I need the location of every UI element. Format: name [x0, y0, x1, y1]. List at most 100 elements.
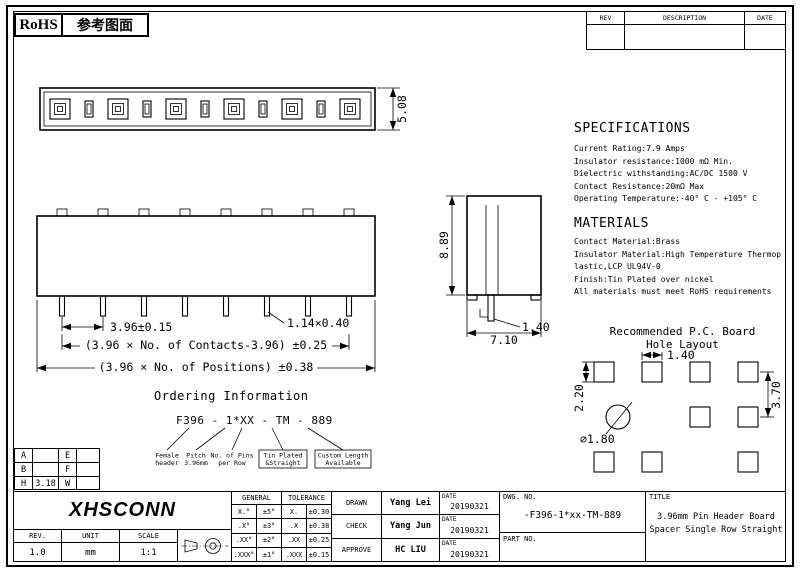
ordering-label: No. of Pins [210, 452, 253, 460]
ordering-label: per Row [218, 459, 245, 467]
ordering-label: header [155, 459, 179, 467]
ordering-label: Female [155, 452, 179, 460]
spec-item: Dielectric withstanding:AC/DC 1500 V [574, 169, 748, 179]
date-value: 20190321 [450, 525, 489, 535]
contacts-span-dimension: (3.96 × No. of Contacts-3.96) ±0.25 [61, 334, 350, 352]
positions-span-dimension: (3.96 × No. of Positions) ±0.38 [36, 300, 376, 374]
check-label: CHECK [332, 515, 382, 539]
corner-cell: E [59, 449, 77, 463]
side-pin-dimension: 1.40 [493, 318, 550, 334]
spec-item: Operating Temperature:-40° C - +105° C [574, 194, 758, 204]
ordering-label: Pitch [186, 452, 206, 460]
ordering-title: Ordering Information [154, 389, 309, 403]
material-item: Finish:Tin Plated over nickel [574, 274, 714, 284]
corner-cell: 3.18 [33, 477, 59, 490]
check-name: Yang Jun [382, 515, 440, 539]
pcb-title-line2: Hole Layout [646, 337, 719, 351]
corner-cell: H [15, 477, 33, 490]
side-height-dimension: 8.89 [437, 195, 465, 296]
dim-pitch: 3.96±0.15 [110, 320, 172, 334]
date-value: 20190321 [450, 549, 489, 559]
drawing-title-line2: Spacer Single Row Straight [649, 525, 783, 535]
corner-cell: W [59, 477, 77, 490]
brand-cell: XHSCONN [14, 492, 232, 530]
scale-label: SCALE [120, 530, 178, 543]
tol-cell: ±5° [257, 505, 282, 520]
date-label: DATE [442, 493, 457, 500]
description-col-header: DESCRIPTION [625, 12, 745, 25]
scale-value: 1:1 [120, 543, 178, 562]
date-value: 20190321 [450, 502, 489, 512]
date-col-header: DATE [745, 12, 785, 25]
tol-cell: ±0.15 [307, 547, 332, 562]
date-label: DATE [442, 539, 457, 547]
ordering-label: &Straight [265, 459, 300, 467]
spec-item: Current Rating:7.9 Amps [574, 144, 685, 153]
spec-item: Contact Resistance:20mΩ Max [574, 181, 705, 191]
ordering-label: Custom Length [318, 452, 369, 460]
date-label: DATE [442, 516, 457, 524]
contact-tabs [56, 208, 355, 217]
dim-1.40-pcb: 1.40 [667, 348, 695, 362]
dim-7.10: 7.10 [490, 333, 518, 347]
row-pitch-dimension: 3.70 [760, 371, 783, 418]
rohs-label: RoHS [19, 16, 58, 33]
tol-cell: ±1° [257, 547, 282, 562]
divider-slots [84, 100, 326, 118]
drawn-date-cell: DATE 20190321 [440, 492, 500, 516]
pin-size-dimension: 1.14×0.40 [267, 311, 349, 330]
side-view-body [466, 195, 542, 322]
ordering-label: 3.96mm [184, 459, 208, 467]
sheet-inner-frame [13, 11, 786, 562]
top-view-drawing: 5.08 [39, 87, 409, 131]
pcb-hole-layout-drawing: 2.20 1.40 ⌀1.80 3.70 [572, 348, 783, 473]
specifications-section: SPECIFICATIONS Current Rating:7.9 Amps I… [574, 121, 786, 299]
dim-8.89: 8.89 [437, 231, 451, 259]
tol-cell: ±2° [257, 533, 282, 548]
tol-cell: X. [282, 505, 307, 520]
description-cell-empty [625, 25, 745, 49]
material-item: Contact Material:Brass [574, 236, 680, 246]
material-item: Insulator Material:High Temperature Ther… [574, 249, 782, 259]
unit-value: mm [62, 543, 120, 562]
date-cell-empty [745, 25, 785, 49]
signoff-table: DRAWN Yang Lei DATE 20190321 CHECK Yang … [332, 492, 500, 562]
dwg-no-cell: DWG. NO. -F396-1*xx-TM-889 PART NO. [500, 492, 646, 562]
material-item: lastic,LCP UL94V-0 [574, 262, 661, 272]
tol-cell: .XXX° [232, 547, 257, 562]
tol-cell: .XX [282, 533, 307, 548]
pitch-dimension: 3.96±0.15 [61, 317, 172, 334]
material-item: All materials must meet RoHS requirement… [574, 287, 772, 297]
corner-cell [77, 463, 99, 477]
tol-cell: ±0.25 [307, 533, 332, 548]
dim-hole-diameter: ⌀1.80 [580, 432, 615, 446]
ordering-information: Ordering Information F396 - 1*XX - TM - … [154, 389, 372, 469]
dim-5.08: 5.08 [395, 95, 409, 123]
projection-symbol [180, 538, 229, 554]
corner-cell [77, 477, 99, 490]
reference-drawing-badge: 参考图面 [61, 13, 149, 37]
rev-cell-empty [587, 25, 625, 49]
pad-squares [593, 361, 759, 473]
contact-pads [49, 98, 361, 120]
reference-label: 参考图面 [77, 18, 133, 34]
brand-logo: XHSCONN [68, 499, 176, 521]
dim-1.40-side: 1.40 [522, 320, 550, 334]
dim-3.70: 3.70 [769, 381, 783, 409]
top-view-height-dimension: 5.08 [377, 87, 409, 131]
pcb-layout-title: Recommended P.C. Board Hole Layout [580, 325, 785, 351]
tol-cell: .X° [232, 519, 257, 534]
ordering-label-box [258, 449, 308, 469]
rohs-badge: RoHS [14, 13, 63, 37]
specifications-title: SPECIFICATIONS [574, 121, 691, 136]
dwg-no-value: -F396-1*xx-TM-889 [523, 510, 622, 521]
ordering-labels: Female header Pitch 3.96mm No. of Pins p… [155, 452, 368, 468]
tol-cell: .XX° [232, 533, 257, 548]
pad-width-dimension: 1.40 [641, 348, 695, 362]
rev-label: REV. [14, 530, 62, 543]
corner-dim-table: A E B F H 3.18 W [14, 448, 100, 490]
tol-cell: ±0.38 [307, 519, 332, 534]
rev-col-header: REV [587, 12, 625, 25]
drill-hole [605, 404, 631, 430]
dwg-part-divider [500, 532, 645, 533]
